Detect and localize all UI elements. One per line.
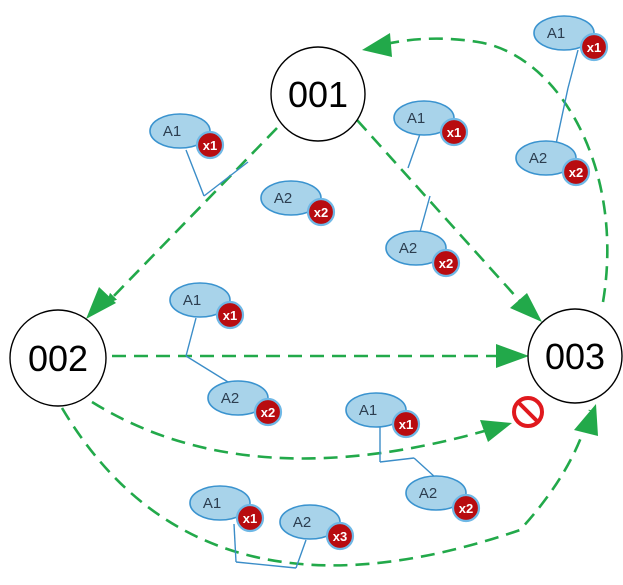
node-001: 001 <box>270 46 366 142</box>
svg-text:x1: x1 <box>399 417 413 432</box>
svg-text:A2: A2 <box>399 240 417 257</box>
arrowhead-003-bottom <box>574 404 598 436</box>
arrowhead-002 <box>86 287 116 319</box>
svg-text:x1: x1 <box>203 138 217 153</box>
svg-text:x2: x2 <box>314 205 328 220</box>
arrowhead-blocked <box>480 420 512 442</box>
token-a1: A1 x1 <box>393 100 469 147</box>
token-a2: A2 x3 <box>279 504 355 551</box>
svg-text:x1: x1 <box>223 308 237 323</box>
token-group: A1 x1 A2 x3 <box>189 485 355 569</box>
svg-text:A2: A2 <box>529 150 547 167</box>
svg-text:A1: A1 <box>547 25 565 42</box>
node-002: 002 <box>9 309 107 407</box>
svg-text:x2: x2 <box>569 165 583 180</box>
token-a1: A1 x1 <box>149 113 225 160</box>
arrowhead-003-left <box>496 344 529 368</box>
token-a2: A2 x2 <box>260 180 336 227</box>
svg-text:x3: x3 <box>333 529 347 544</box>
edge-003-to-001 <box>369 37 609 303</box>
svg-text:A2: A2 <box>274 190 292 207</box>
svg-text:A1: A1 <box>183 292 201 309</box>
node-003: 003 <box>527 308 623 404</box>
node-label-001: 001 <box>288 74 348 115</box>
no-entry-icon <box>512 396 544 428</box>
node-label-002: 002 <box>28 338 88 379</box>
arrowheads <box>86 33 598 442</box>
token-a2: A2 x2 <box>385 230 461 278</box>
arrowhead-003-top <box>510 293 542 322</box>
svg-text:A2: A2 <box>293 514 311 531</box>
svg-text:x1: x1 <box>447 125 461 140</box>
token-a1: A1 x1 <box>345 392 421 439</box>
token-groups: A1 x1 A2 x2 A1 x1 A2 <box>149 15 609 569</box>
token-group: A1 x1 A2 x2 <box>149 113 336 227</box>
edge-001-to-003 <box>356 119 528 310</box>
token-a1: A1 x1 <box>169 282 245 330</box>
svg-text:A2: A2 <box>419 485 437 502</box>
svg-text:A1: A1 <box>203 495 221 512</box>
arrowhead-001 <box>362 33 392 57</box>
node-label-003: 003 <box>545 336 605 377</box>
token-group: A1 x1 A2 x2 <box>515 15 609 187</box>
svg-text:x2: x2 <box>459 501 473 516</box>
edges <box>60 37 609 567</box>
token-a1: A1 x1 <box>533 15 609 62</box>
token-a2: A2 x2 <box>405 475 481 523</box>
token-group: A1 x1 A2 x2 <box>169 282 283 427</box>
svg-text:A1: A1 <box>163 123 181 140</box>
token-group: A1 x1 A2 x2 <box>385 100 469 278</box>
token-a2: A2 x2 <box>515 140 591 187</box>
token-group: A1 x1 A2 x2 <box>345 392 481 523</box>
edge-002-to-003-blocked <box>91 400 496 460</box>
svg-text:x2: x2 <box>261 405 275 420</box>
token-a2: A2 x2 <box>207 380 283 427</box>
token-a1: A1 x1 <box>189 485 265 533</box>
svg-text:x1: x1 <box>587 40 601 55</box>
svg-text:A2: A2 <box>221 390 239 407</box>
svg-text:x1: x1 <box>243 511 257 526</box>
svg-text:A1: A1 <box>359 402 377 419</box>
edge-001-to-002 <box>106 127 278 304</box>
svg-text:A1: A1 <box>407 110 425 127</box>
svg-text:x2: x2 <box>439 256 453 271</box>
edge-002-to-003-lower <box>60 407 592 567</box>
